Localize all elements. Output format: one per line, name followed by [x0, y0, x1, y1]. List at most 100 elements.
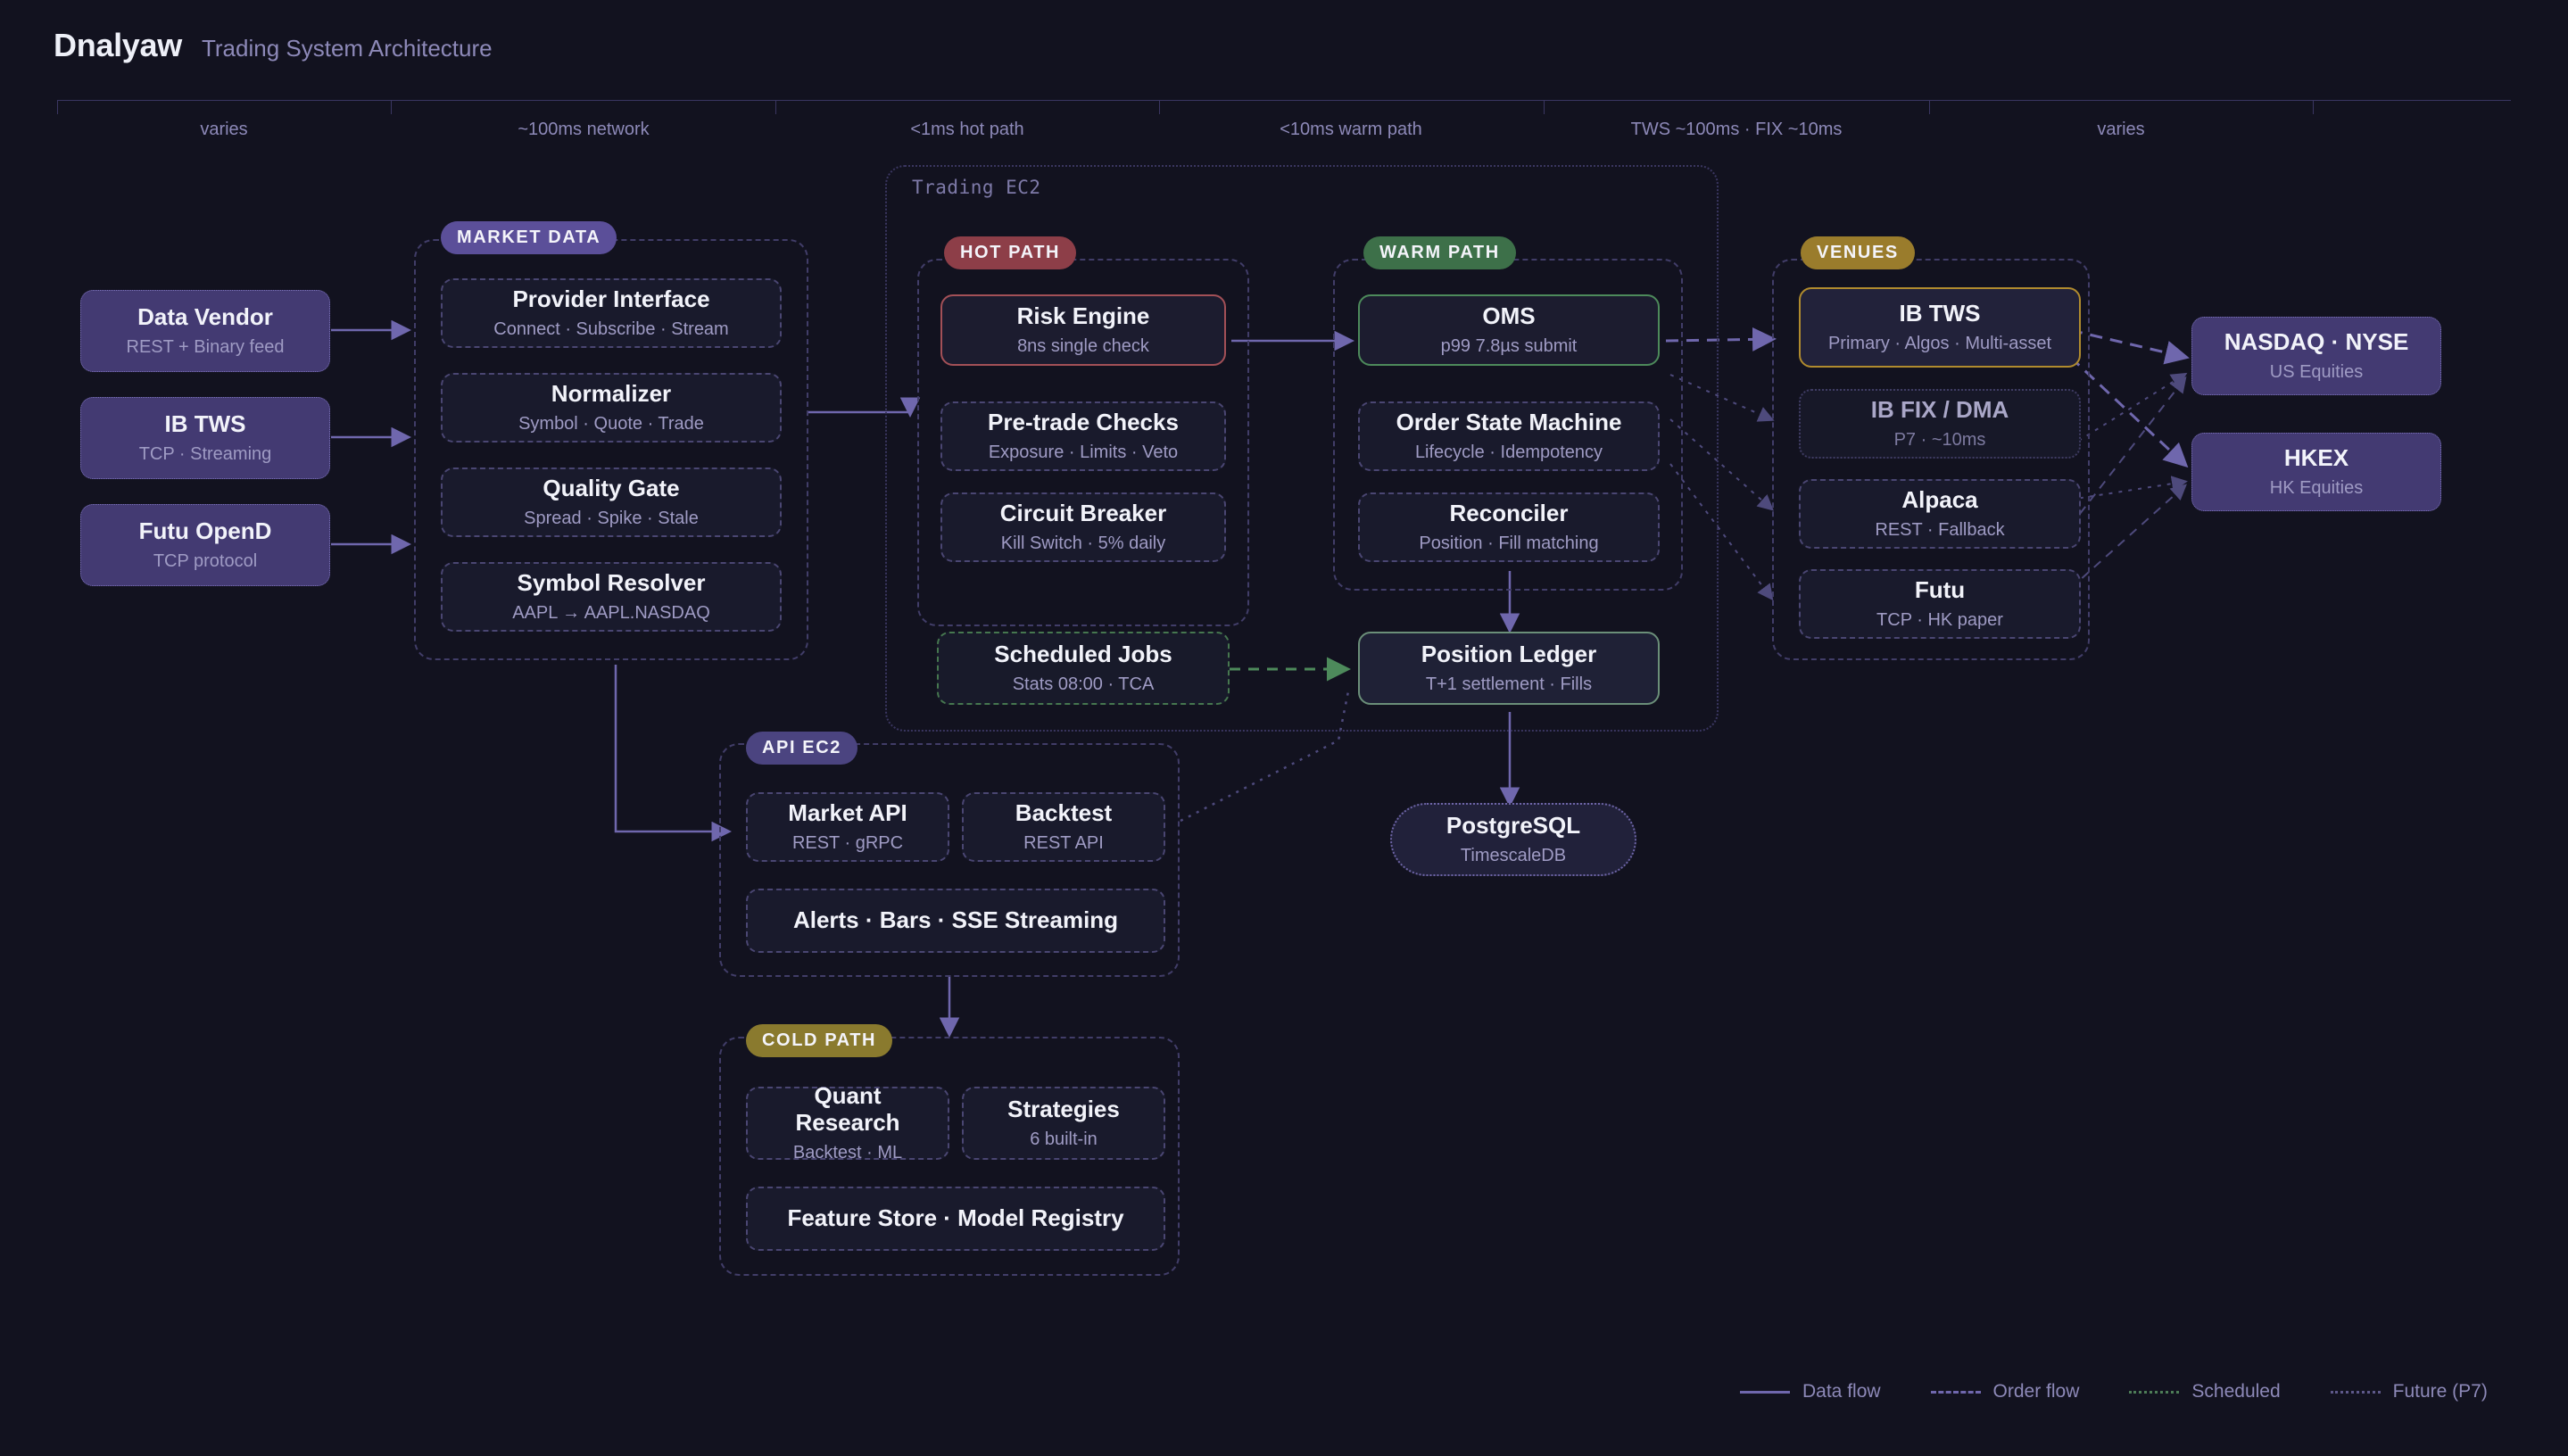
node-oms[interactable]: OMS p99 7.8µs submit: [1358, 294, 1660, 366]
group-api-ec2: [719, 743, 1180, 977]
node-postgresql[interactable]: PostgreSQL TimescaleDB: [1390, 803, 1636, 876]
node-subtitle: Connect · Subscribe · Stream: [493, 318, 729, 339]
chip-cold-path: COLD PATH: [746, 1024, 893, 1057]
node-subtitle: REST · gRPC: [791, 832, 904, 853]
node-venue-ib-tws[interactable]: IB TWS Primary · Algos · Multi-asset: [1799, 287, 2081, 368]
node-subtitle: Stats 08:00 · TCA: [1012, 674, 1155, 694]
node-normalizer[interactable]: Normalizer Symbol · Quote · Trade: [441, 373, 782, 443]
legend-label: Data flow: [1802, 1381, 1881, 1402]
node-order-state-machine[interactable]: Order State Machine Lifecycle · Idempote…: [1358, 401, 1660, 471]
node-quant-research[interactable]: Quant Research Backtest · ML: [746, 1082, 949, 1162]
node-pre-trade-checks[interactable]: Pre-trade Checks Exposure · Limits · Vet…: [940, 401, 1226, 471]
page-subtitle: Trading System Architecture: [201, 35, 493, 62]
node-exchange-hkex[interactable]: HKEX HK Equities: [2191, 433, 2441, 511]
node-title: Quant Research: [795, 1082, 900, 1136]
group-trading-ec2: [885, 165, 1719, 732]
legend-item-scheduled: Scheduled: [2129, 1381, 2281, 1402]
legend-swatch-dotted-icon: [2330, 1390, 2381, 1394]
node-title: Backtest: [1015, 799, 1113, 827]
legend-item-future-p7: Future (P7): [2330, 1381, 2488, 1402]
node-subtitle: TimescaleDB: [1460, 845, 1567, 865]
node-symbol-resolver[interactable]: Symbol Resolver AAPL → AAPL.NASDAQ: [441, 562, 782, 632]
node-title: HKEX: [2283, 444, 2349, 472]
ruler-label-1: ~100ms network: [518, 120, 650, 139]
legend-label: Scheduled: [2191, 1381, 2281, 1402]
legend-swatch-solid-icon: [1740, 1390, 1790, 1394]
chip-warm-path: WARM PATH: [1363, 236, 1516, 269]
node-alerts-bars-sse[interactable]: Alerts · Bars · SSE Streaming: [746, 889, 1165, 953]
node-title: Risk Engine: [1016, 302, 1150, 330]
node-subtitle: TCP · HK paper: [1876, 609, 2003, 630]
node-title: Futu OpenD: [138, 517, 272, 545]
ruler-tick: [775, 100, 776, 114]
node-title: Position Ledger: [1421, 641, 1597, 668]
node-subtitle: 6 built-in: [1030, 1129, 1098, 1149]
node-market-api[interactable]: Market API REST · gRPC: [746, 792, 949, 862]
node-title: Circuit Breaker: [999, 500, 1167, 527]
chip-market-data: MARKET DATA: [441, 221, 617, 254]
node-provider-interface[interactable]: Provider Interface Connect · Subscribe ·…: [441, 278, 782, 348]
node-title: IB TWS: [164, 410, 246, 438]
ruler-tick: [57, 100, 58, 114]
node-scheduled-jobs[interactable]: Scheduled Jobs Stats 08:00 · TCA: [937, 632, 1230, 705]
ruler-label-0: varies: [200, 120, 248, 139]
node-title: Market API: [788, 799, 907, 827]
legend-item-order-flow: Order flow: [1930, 1381, 2079, 1402]
source-node-data-vendor[interactable]: Data Vendor REST + Binary feed: [80, 290, 330, 372]
ruler-tick: [391, 100, 392, 114]
source-node-ib-tws[interactable]: IB TWS TCP · Streaming: [80, 397, 330, 479]
ruler-label-4: TWS ~100ms · FIX ~10ms: [1630, 120, 1843, 139]
node-subtitle: REST · Fallback: [1875, 519, 2005, 540]
node-title: Quality Gate: [543, 475, 680, 502]
node-subtitle: Kill Switch · 5% daily: [1000, 533, 1166, 553]
group-hot-path: [917, 259, 1249, 626]
node-title: IB TWS: [1899, 300, 1981, 327]
group-cold-path: [719, 1037, 1180, 1276]
node-title: OMS: [1482, 302, 1536, 330]
node-feature-store-model-registry[interactable]: Feature Store · Model Registry: [746, 1187, 1165, 1251]
node-title: Scheduled Jobs: [994, 641, 1172, 668]
node-subtitle: TCP · Streaming: [138, 443, 272, 464]
node-subtitle: Lifecycle · Idempotency: [1414, 442, 1603, 462]
node-subtitle: US Equities: [2269, 361, 2364, 382]
node-subtitle: Spread · Spike · Stale: [524, 508, 699, 528]
node-backtest-api[interactable]: Backtest REST API: [962, 792, 1165, 862]
node-subtitle: 8ns single check: [1017, 335, 1149, 356]
legend-swatch-dotted-green-icon: [2129, 1390, 2180, 1394]
chip-hot-path: HOT PATH: [944, 236, 1077, 269]
node-subtitle: Position · Fill matching: [1419, 533, 1599, 553]
node-subtitle: REST + Binary feed: [126, 336, 285, 357]
node-title: Strategies: [1007, 1096, 1120, 1123]
ruler-label-2: <1ms hot path: [910, 120, 1024, 139]
node-exchange-nasdaq-nyse[interactable]: NASDAQ · NYSE US Equities: [2191, 317, 2441, 395]
node-title: Order State Machine: [1396, 409, 1622, 436]
node-circuit-breaker[interactable]: Circuit Breaker Kill Switch · 5% daily: [940, 492, 1226, 562]
node-subtitle: HK Equities: [2269, 477, 2364, 498]
node-strategies[interactable]: Strategies 6 built-in: [962, 1087, 1165, 1160]
node-risk-engine[interactable]: Risk Engine 8ns single check: [940, 294, 1226, 366]
node-subtitle: Primary · Algos · Multi-asset: [1827, 333, 2052, 353]
chip-venues: VENUES: [1801, 236, 1915, 269]
node-reconciler[interactable]: Reconciler Position · Fill matching: [1358, 492, 1660, 562]
node-subtitle: Exposure · Limits · Veto: [988, 442, 1179, 462]
node-subtitle: p99 7.8µs submit: [1440, 335, 1578, 356]
node-title: IB FIX / DMA: [1870, 396, 2009, 424]
node-subtitle: T+1 settlement · Fills: [1425, 674, 1593, 694]
node-title: Alpaca: [1901, 486, 1978, 514]
source-node-futu-opend[interactable]: Futu OpenD TCP protocol: [80, 504, 330, 586]
node-title: PostgreSQL: [1446, 812, 1581, 840]
node-venue-alpaca[interactable]: Alpaca REST · Fallback: [1799, 479, 2081, 549]
node-quality-gate[interactable]: Quality Gate Spread · Spike · Stale: [441, 467, 782, 537]
node-venue-futu[interactable]: Futu TCP · HK paper: [1799, 569, 2081, 639]
legend-swatch-dashed-icon: [1930, 1390, 1981, 1394]
node-position-ledger[interactable]: Position Ledger T+1 settlement · Fills: [1358, 632, 1660, 705]
node-subtitle: Symbol · Quote · Trade: [518, 413, 704, 434]
latency-ruler: varies ~100ms network <1ms hot path <10m…: [57, 100, 2511, 153]
node-subtitle: AAPL → AAPL.NASDAQ: [512, 602, 710, 623]
node-title: Symbol Resolver: [517, 569, 706, 597]
ruler-baseline: [57, 100, 2511, 101]
page-header: Dnalyaw Trading System Architecture: [54, 27, 493, 64]
ruler-tick: [1929, 100, 1930, 114]
node-venue-ib-fix-dma[interactable]: IB FIX / DMA P7 · ~10ms: [1799, 389, 2081, 459]
